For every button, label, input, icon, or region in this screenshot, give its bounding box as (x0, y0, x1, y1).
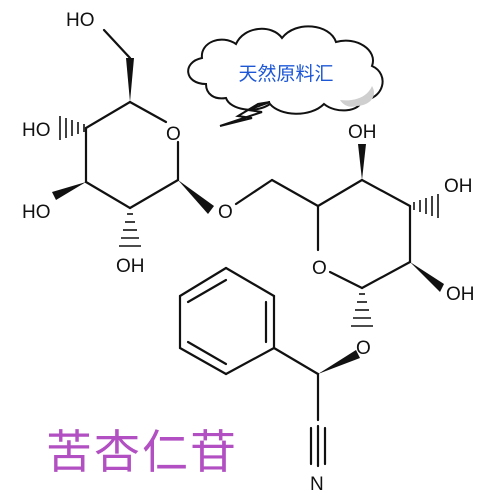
bond (316, 178, 364, 208)
bond (234, 178, 274, 206)
atom-o-ring-left: O (166, 124, 181, 145)
cloud-badge: 天然原料汇 (187, 25, 384, 127)
atom-n-nitrile: N (310, 474, 324, 495)
wedge-bond (318, 350, 360, 374)
bond (328, 270, 364, 290)
hashed-bond (413, 194, 439, 218)
atom-o-link: O (218, 202, 233, 223)
atom-ho-left-lower: HO (22, 202, 51, 223)
hashed-bond (119, 213, 141, 247)
compound-title: 苦杏仁苷 (46, 425, 238, 479)
hashed-bond (351, 293, 373, 327)
phenyl-ring (178, 266, 276, 376)
atom-oh-right-mid: OH (444, 176, 473, 197)
bond (128, 100, 168, 124)
atom-oh-bottom: OH (116, 256, 145, 277)
left-glucose-ring: HO HO HO OH O (22, 10, 214, 277)
bond (84, 100, 132, 130)
cloud-shape (187, 25, 384, 115)
bond (360, 260, 412, 290)
glycosidic-link: O (218, 178, 320, 223)
hashed-bond (59, 116, 85, 140)
wedge-bond (126, 58, 134, 102)
cloud-label: 天然原料汇 (238, 63, 333, 85)
wedge-bond (52, 182, 86, 200)
bond (270, 178, 320, 208)
atom-oh-right-lower: OH (446, 284, 475, 305)
atom-ho-top: HO (66, 10, 95, 31)
bond (84, 180, 132, 210)
bond (272, 346, 320, 376)
atom-o-ether: O (356, 338, 371, 359)
wedge-bond (358, 144, 366, 180)
bond (128, 178, 180, 210)
bond (360, 178, 412, 208)
lightning-icon (219, 101, 271, 127)
atom-o-ring-right: O (312, 258, 327, 279)
cloud-shadow (340, 86, 375, 107)
atom-ho-left-upper: HO (22, 120, 51, 141)
right-glucose-ring: OH OH OH O (312, 122, 475, 327)
mandelonitrile-unit: O N (178, 266, 371, 495)
bond (102, 28, 132, 60)
wedge-bond (178, 180, 214, 214)
atom-oh-right-top: OH (348, 122, 377, 143)
wedge-bond (410, 262, 444, 292)
